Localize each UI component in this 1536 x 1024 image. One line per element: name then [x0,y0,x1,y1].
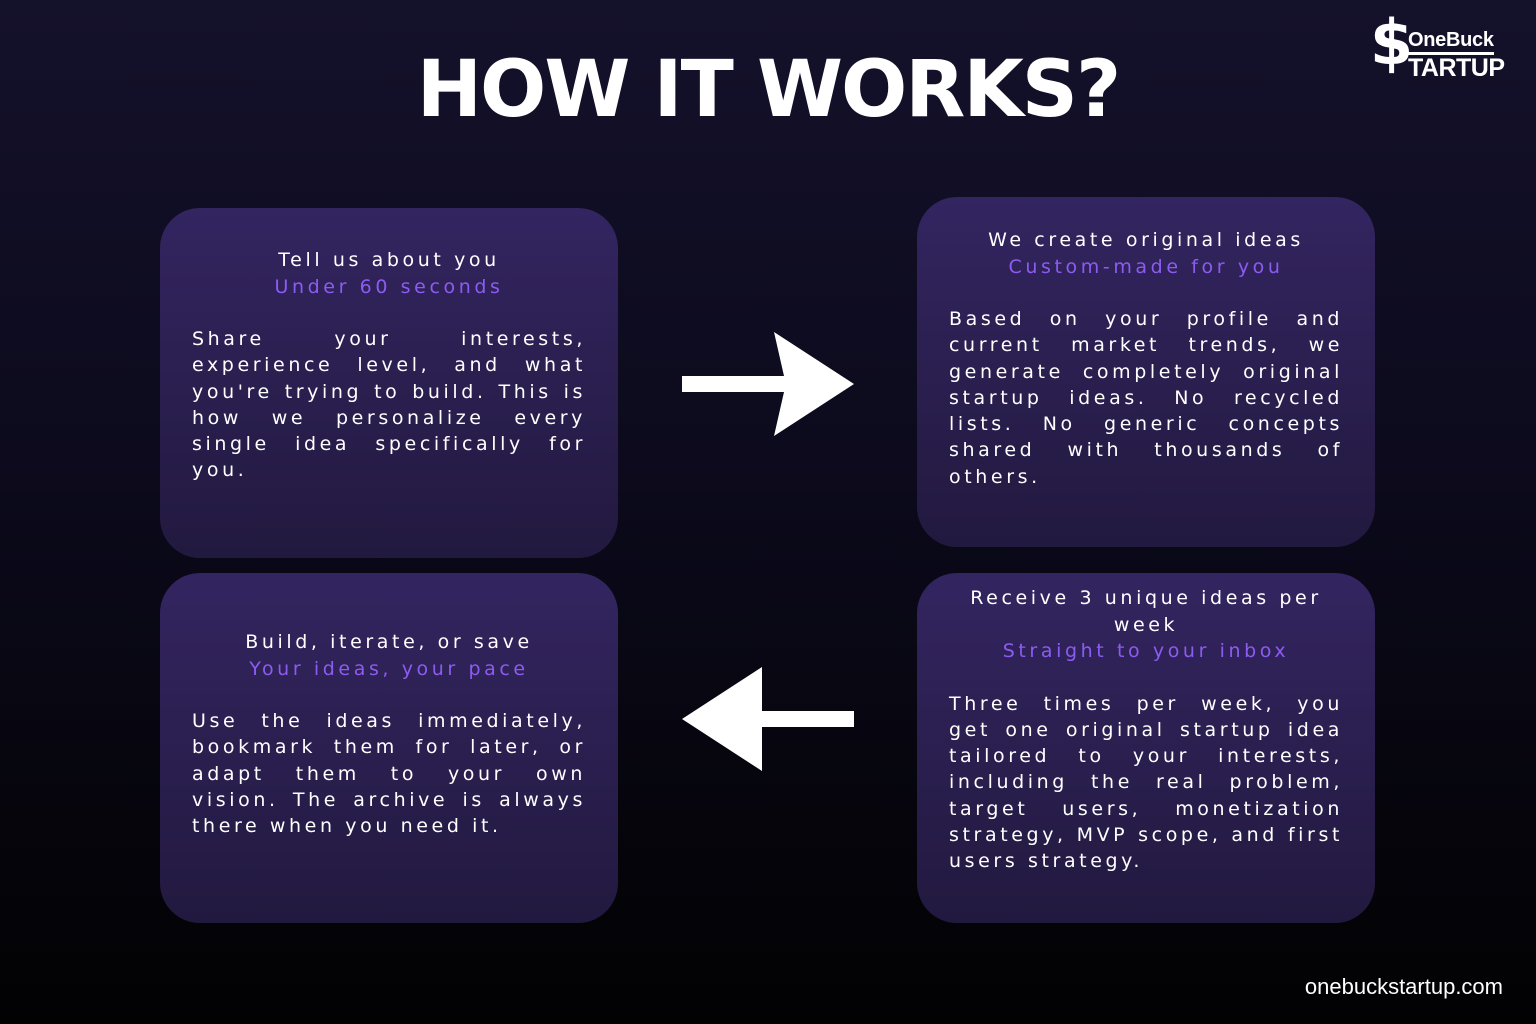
step-heading: Receive 3 unique ideas per week [970,587,1322,636]
step-card-tell-us: Tell us about you Under 60 seconds Share… [160,208,618,558]
logo-text-onebuck: OneBuck [1408,30,1494,55]
step-description: Use the ideas immediately, bookmark them… [192,710,586,838]
step-heading: Build, iterate, or save [245,631,533,653]
step-description: Based on your profile and current market… [949,308,1343,488]
step-card-create-ideas: We create original ideas Custom-made for… [917,197,1375,547]
step-subheading: Custom-made for you [1008,255,1284,278]
step-heading: We create original ideas [988,229,1304,251]
step-subheading: Your ideas, your pace [249,657,529,680]
step-subheading: Straight to your inbox [1002,640,1290,662]
footer-website-url: onebuckstartup.com [1304,974,1503,999]
arrow-left-icon [682,667,854,771]
step-subheading: Under 60 seconds [274,275,504,298]
logo-text-startup: TARTUP [1408,54,1505,82]
dollar-logo-mark: $ [1370,6,1414,79]
step-description: Share your interests, experience level, … [192,328,586,482]
step-heading: Tell us about you [278,249,500,271]
step-card-build-iterate: Build, iterate, or save Your ideas, your… [160,573,618,923]
arrow-right-icon [682,332,854,436]
page-title: HOW IT WORKS? [416,45,1121,135]
brand-logo: $ OneBuck TARTUP [1370,12,1510,88]
step-card-receive-ideas: Receive 3 unique ideas per week Straight… [917,573,1375,923]
step-description: Three times per week, you get one origin… [949,692,1343,873]
